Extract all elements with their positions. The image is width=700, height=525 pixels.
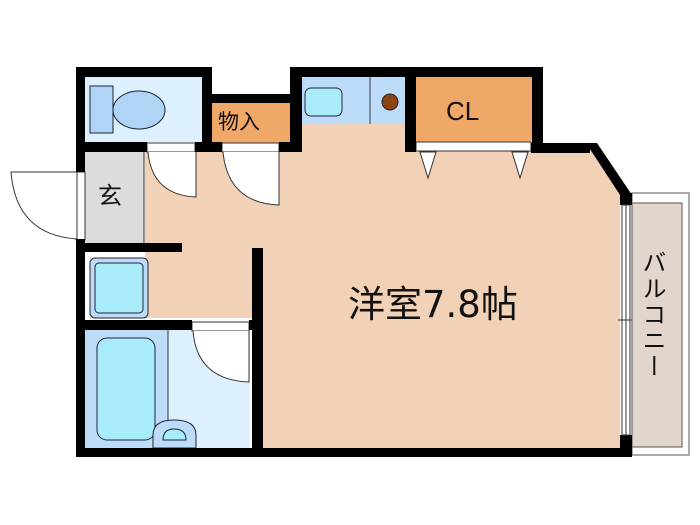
balcony-label: バルコニー (638, 250, 666, 380)
toilet-tank (89, 85, 114, 134)
bath-door-swing (192, 330, 250, 383)
toilet-door-swing (147, 151, 197, 198)
sink-icon (304, 87, 343, 117)
toilet-bowl-icon (112, 90, 166, 130)
corridor-floor (145, 248, 255, 318)
closet-door-track (415, 141, 532, 152)
closet-label: CL (446, 96, 480, 126)
stove-icon (381, 93, 399, 111)
washer-inner (94, 262, 144, 314)
closet-door-marker-right (511, 151, 529, 180)
walls (76, 67, 632, 457)
closet-door-marker-left (419, 151, 437, 180)
bathtub-icon (96, 337, 156, 441)
storage-room (212, 103, 290, 143)
entrance-label: 玄 (98, 182, 122, 210)
balcony-floor (631, 202, 683, 448)
closet-room (416, 77, 532, 142)
storage-door-swing (222, 151, 280, 206)
entrance-floor (85, 152, 144, 245)
storage-label: 物入 (218, 110, 260, 134)
entrance-door-swing (10, 171, 78, 240)
western-room-label: 洋室7.8帖 (348, 283, 518, 326)
